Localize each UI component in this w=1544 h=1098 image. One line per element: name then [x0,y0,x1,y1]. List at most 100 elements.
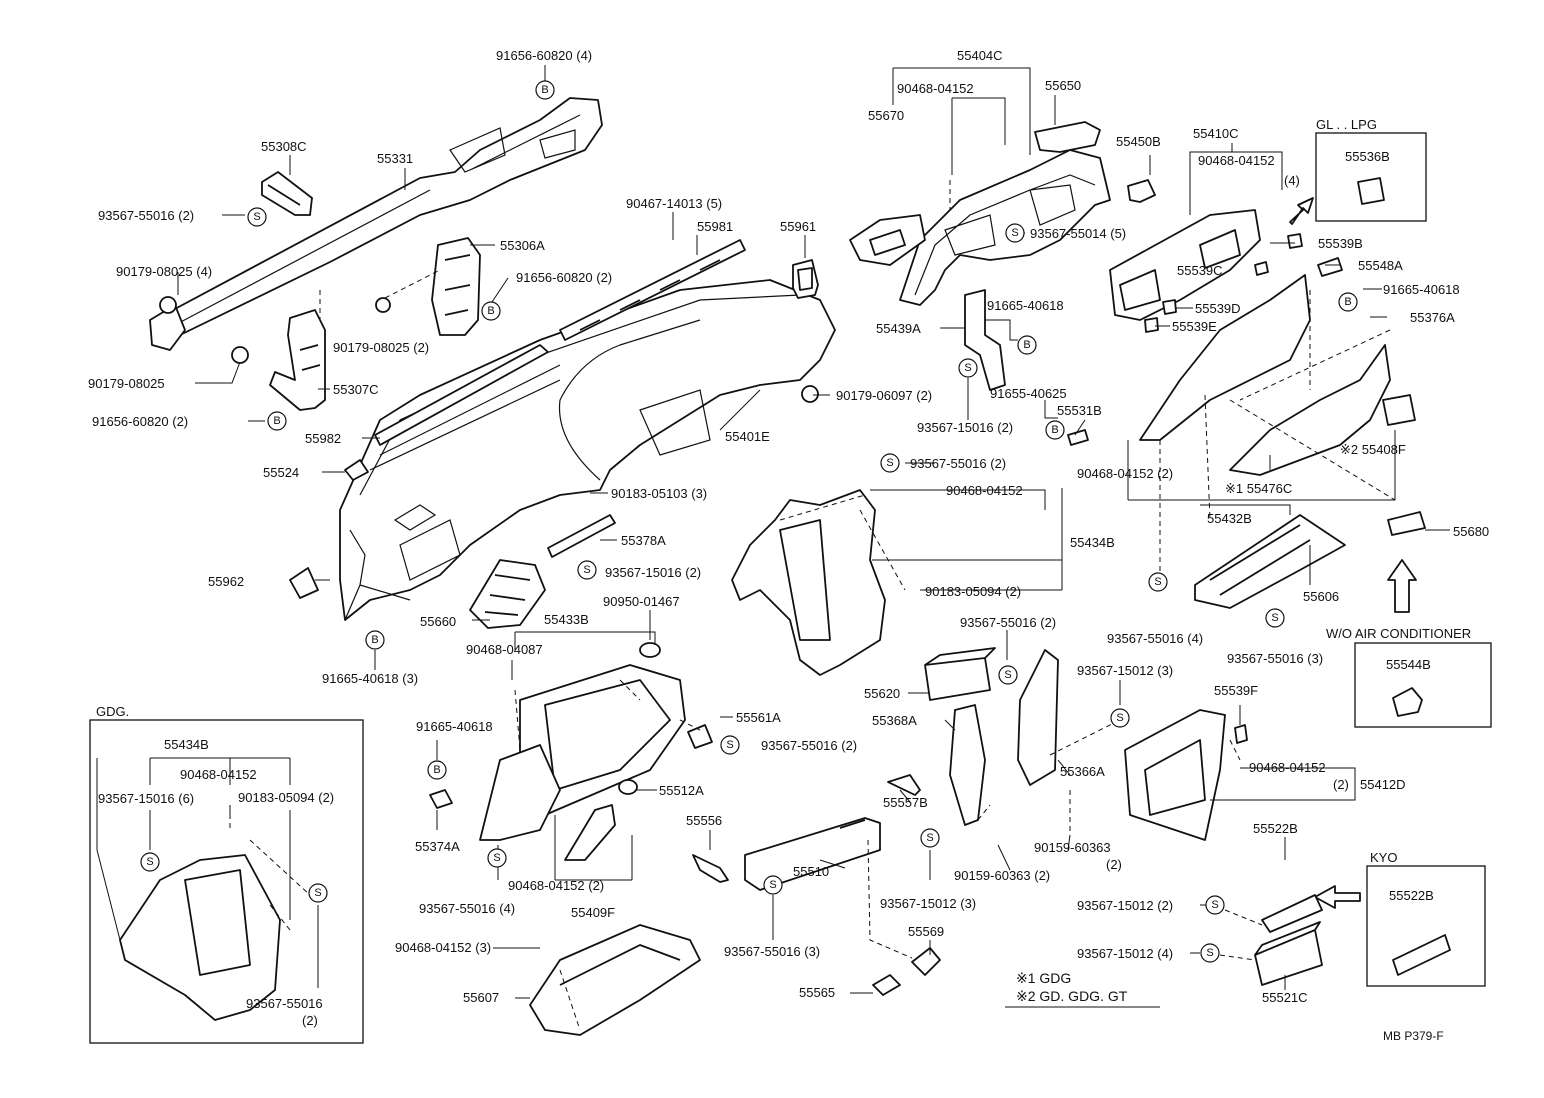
label-55539e: 55539E [1172,319,1217,334]
label-91665-40618-r: 91665-40618 [1383,282,1460,297]
label-55539d: 55539D [1195,301,1241,316]
part-55432b-panel [1229,344,1391,476]
label-93567-55016-g: 93567-55016 [246,996,323,1011]
part-55981 [559,239,746,341]
leader-lines [96,65,1450,1008]
part-55607 [529,924,701,1036]
part-55962 [289,567,319,599]
label-note1: ※1 GDG [1016,970,1071,986]
label-55536b: 55536B [1345,149,1390,164]
label-93567-15016-2b: 93567-15016 (2) [605,565,701,580]
label-note2: ※2 GD. GDG. GT [1016,988,1128,1004]
bolt-b-marker-13: B [365,630,385,650]
frame-wo-ac [1354,642,1492,728]
svg-text:S: S [926,832,933,844]
label-90468-04152-c: 90468-04152 [946,483,1023,498]
svg-text:S: S [583,564,590,576]
label-90950-01467: 90950-01467 [603,594,680,609]
clip-55548a [1317,257,1343,277]
screw-s-marker-14: S [998,665,1018,685]
label-55408f: ※2 55408F [1340,442,1406,457]
part-glove-door [479,744,561,841]
label-91655-40625: 91655-40625 [990,386,1067,401]
screw-s-marker-11: S [1148,572,1168,592]
bolt-b-marker-3: B [267,411,287,431]
svg-text:B: B [1051,424,1058,436]
bolt-b-marker-8: B [1045,420,1065,440]
part-55510 [744,817,881,891]
label-90468-04087: 90468-04087 [466,642,543,657]
label-gdg: GDG. [96,704,129,719]
frame-gdg [89,719,364,1044]
part-55306a [431,237,481,336]
label-90179-08025-2: 90179-08025 (2) [333,340,429,355]
part-55307c [269,309,326,411]
label-91665-40618-m: 91665-40618 [987,298,1064,313]
label-55539c: 55539C [1177,263,1223,278]
svg-text:S: S [146,856,153,868]
part-labels: 91656-60820 (4) 55404C 90468-04152 55650… [88,48,1489,1043]
svg-text:S: S [493,852,500,864]
part-55620 [924,647,996,701]
label-55434b-gdg: 55434B [164,737,209,752]
label-93567-55016-4a: 93567-55016 (4) [1107,631,1203,646]
label-55544b: 55544B [1386,657,1431,672]
screw-s-marker-23: S [1205,895,1225,915]
frame-kyo [1366,865,1486,987]
label-55556: 55556 [686,813,722,828]
part-55556 [692,854,729,883]
label-55410c: 55410C [1193,126,1239,141]
label-90183-05094-2a: 90183-05094 (2) [925,584,1021,599]
part-55569 [911,947,941,976]
label-93567-15012-4: 93567-15012 (4) [1077,946,1173,961]
label-55412d: 55412D [1360,777,1406,792]
label-gl-lpg: GL . . LPG [1316,117,1377,132]
part-55606 [1194,514,1346,609]
label-90468-04152-g: 90468-04152 [180,767,257,782]
label-55331: 55331 [377,151,413,166]
label-91656-60820-2a: 91656-60820 (2) [516,270,612,285]
part-55408f [1382,394,1416,426]
screw-s-marker-18: S [140,852,160,872]
label-55307c: 55307C [333,382,379,397]
screw-s-marker-16: S [720,735,740,755]
assembly-lines [229,180,1396,1031]
label-55981: 55981 [697,219,733,234]
label-2-e: (2) [1106,857,1122,872]
label-55660: 55660 [420,614,456,629]
part-55544b [1392,687,1423,717]
part-55565 [872,974,901,996]
label-90468-04152-3: 90468-04152 (3) [395,940,491,955]
arrow-wo-ac [1387,559,1417,613]
label-91656-60820-top: 91656-60820 (4) [496,48,592,63]
label-55366a: 55366A [1060,764,1105,779]
label-55522b-kyo: 55522B [1389,888,1434,903]
part-55561a [687,724,713,749]
svg-text:B: B [433,764,440,776]
label-mb-p379f: MB P379-F [1383,1029,1444,1043]
label-wo-ac: W/O AIR CONDITIONER [1326,626,1471,641]
label-55565: 55565 [799,985,835,1000]
part-55450b [1127,179,1156,203]
label-91665-40618-3: 91665-40618 (3) [322,671,418,686]
label-55548a: 55548A [1358,258,1403,273]
label-55982: 55982 [305,431,341,446]
screw-s-marker-4: S [1005,223,1025,243]
part-55521c [1254,921,1323,986]
clip-90179-08025 [231,346,249,364]
label-93567-15012-3a: 93567-15012 (3) [1077,663,1173,678]
part-shapes [119,97,1451,1036]
label-93567-55016-2b: 93567-55016 (2) [910,456,1006,471]
part-55536b [1357,177,1385,205]
label-90468-04152-a: 90468-04152 [897,81,974,96]
label-55962: 55962 [208,574,244,589]
bolt-b-marker-6: B [1017,335,1037,355]
label-55539f: 55539F [1214,683,1258,698]
part-55409f [564,804,616,861]
label-93567-15016-6: 93567-15016 (6) [98,791,194,806]
label-93567-55016-2d: 93567-55016 (2) [761,738,857,753]
part-55522b-kyo [1392,934,1451,976]
label-90179-06097: 90179-06097 (2) [836,388,932,403]
label-90468-04152-2a: 90468-04152 (2) [1077,466,1173,481]
